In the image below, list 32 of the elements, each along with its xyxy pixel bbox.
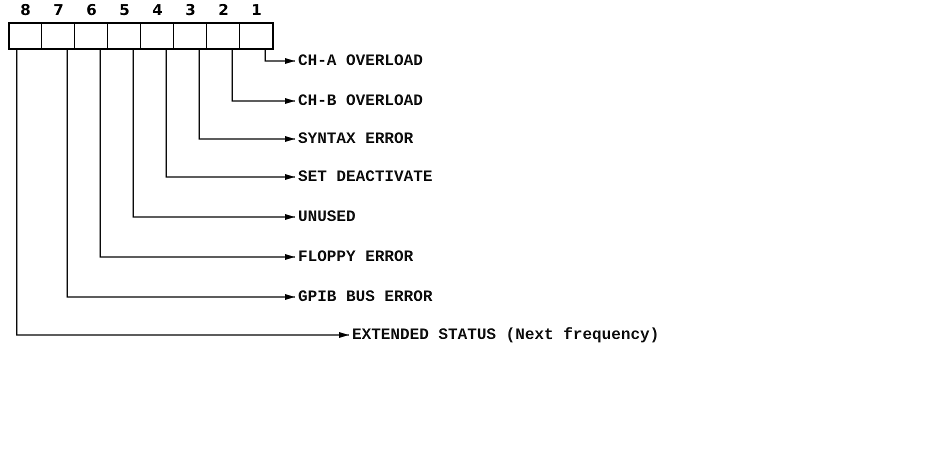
status-label: GPIB BUS ERROR xyxy=(298,288,432,306)
arrow xyxy=(198,50,295,142)
bit-number: 5 xyxy=(118,1,130,19)
status-label: SYNTAX ERROR xyxy=(298,130,414,148)
arrow xyxy=(166,50,295,180)
register-cell xyxy=(173,22,208,50)
bit-number: 4 xyxy=(152,1,164,19)
bit-number: 1 xyxy=(250,1,262,19)
status-label: EXTENDED STATUS (Next frequency) xyxy=(352,326,660,344)
status-label: UNUSED xyxy=(298,208,356,226)
register-cell xyxy=(206,22,241,50)
bit-number: 7 xyxy=(52,1,64,19)
register-cell xyxy=(140,22,175,50)
bit-number: 3 xyxy=(184,1,196,19)
register-cell xyxy=(41,22,76,50)
status-label: CH-A OVERLOAD xyxy=(298,52,423,70)
register-cell xyxy=(107,22,142,50)
status-label: CH-B OVERLOAD xyxy=(298,92,423,110)
arrow xyxy=(132,50,295,220)
bit-number: 2 xyxy=(218,1,230,19)
arrow xyxy=(66,50,295,300)
arrow xyxy=(264,50,295,64)
arrow xyxy=(232,50,295,104)
arrow xyxy=(16,50,349,338)
register-cell xyxy=(8,22,43,50)
bit-number: 8 xyxy=(20,1,32,19)
register-cell xyxy=(74,22,109,50)
status-label: SET DEACTIVATE xyxy=(298,168,432,186)
arrow xyxy=(100,50,295,260)
register-cell xyxy=(239,22,274,50)
bit-number: 6 xyxy=(86,1,98,19)
status-label: FLOPPY ERROR xyxy=(298,248,414,266)
